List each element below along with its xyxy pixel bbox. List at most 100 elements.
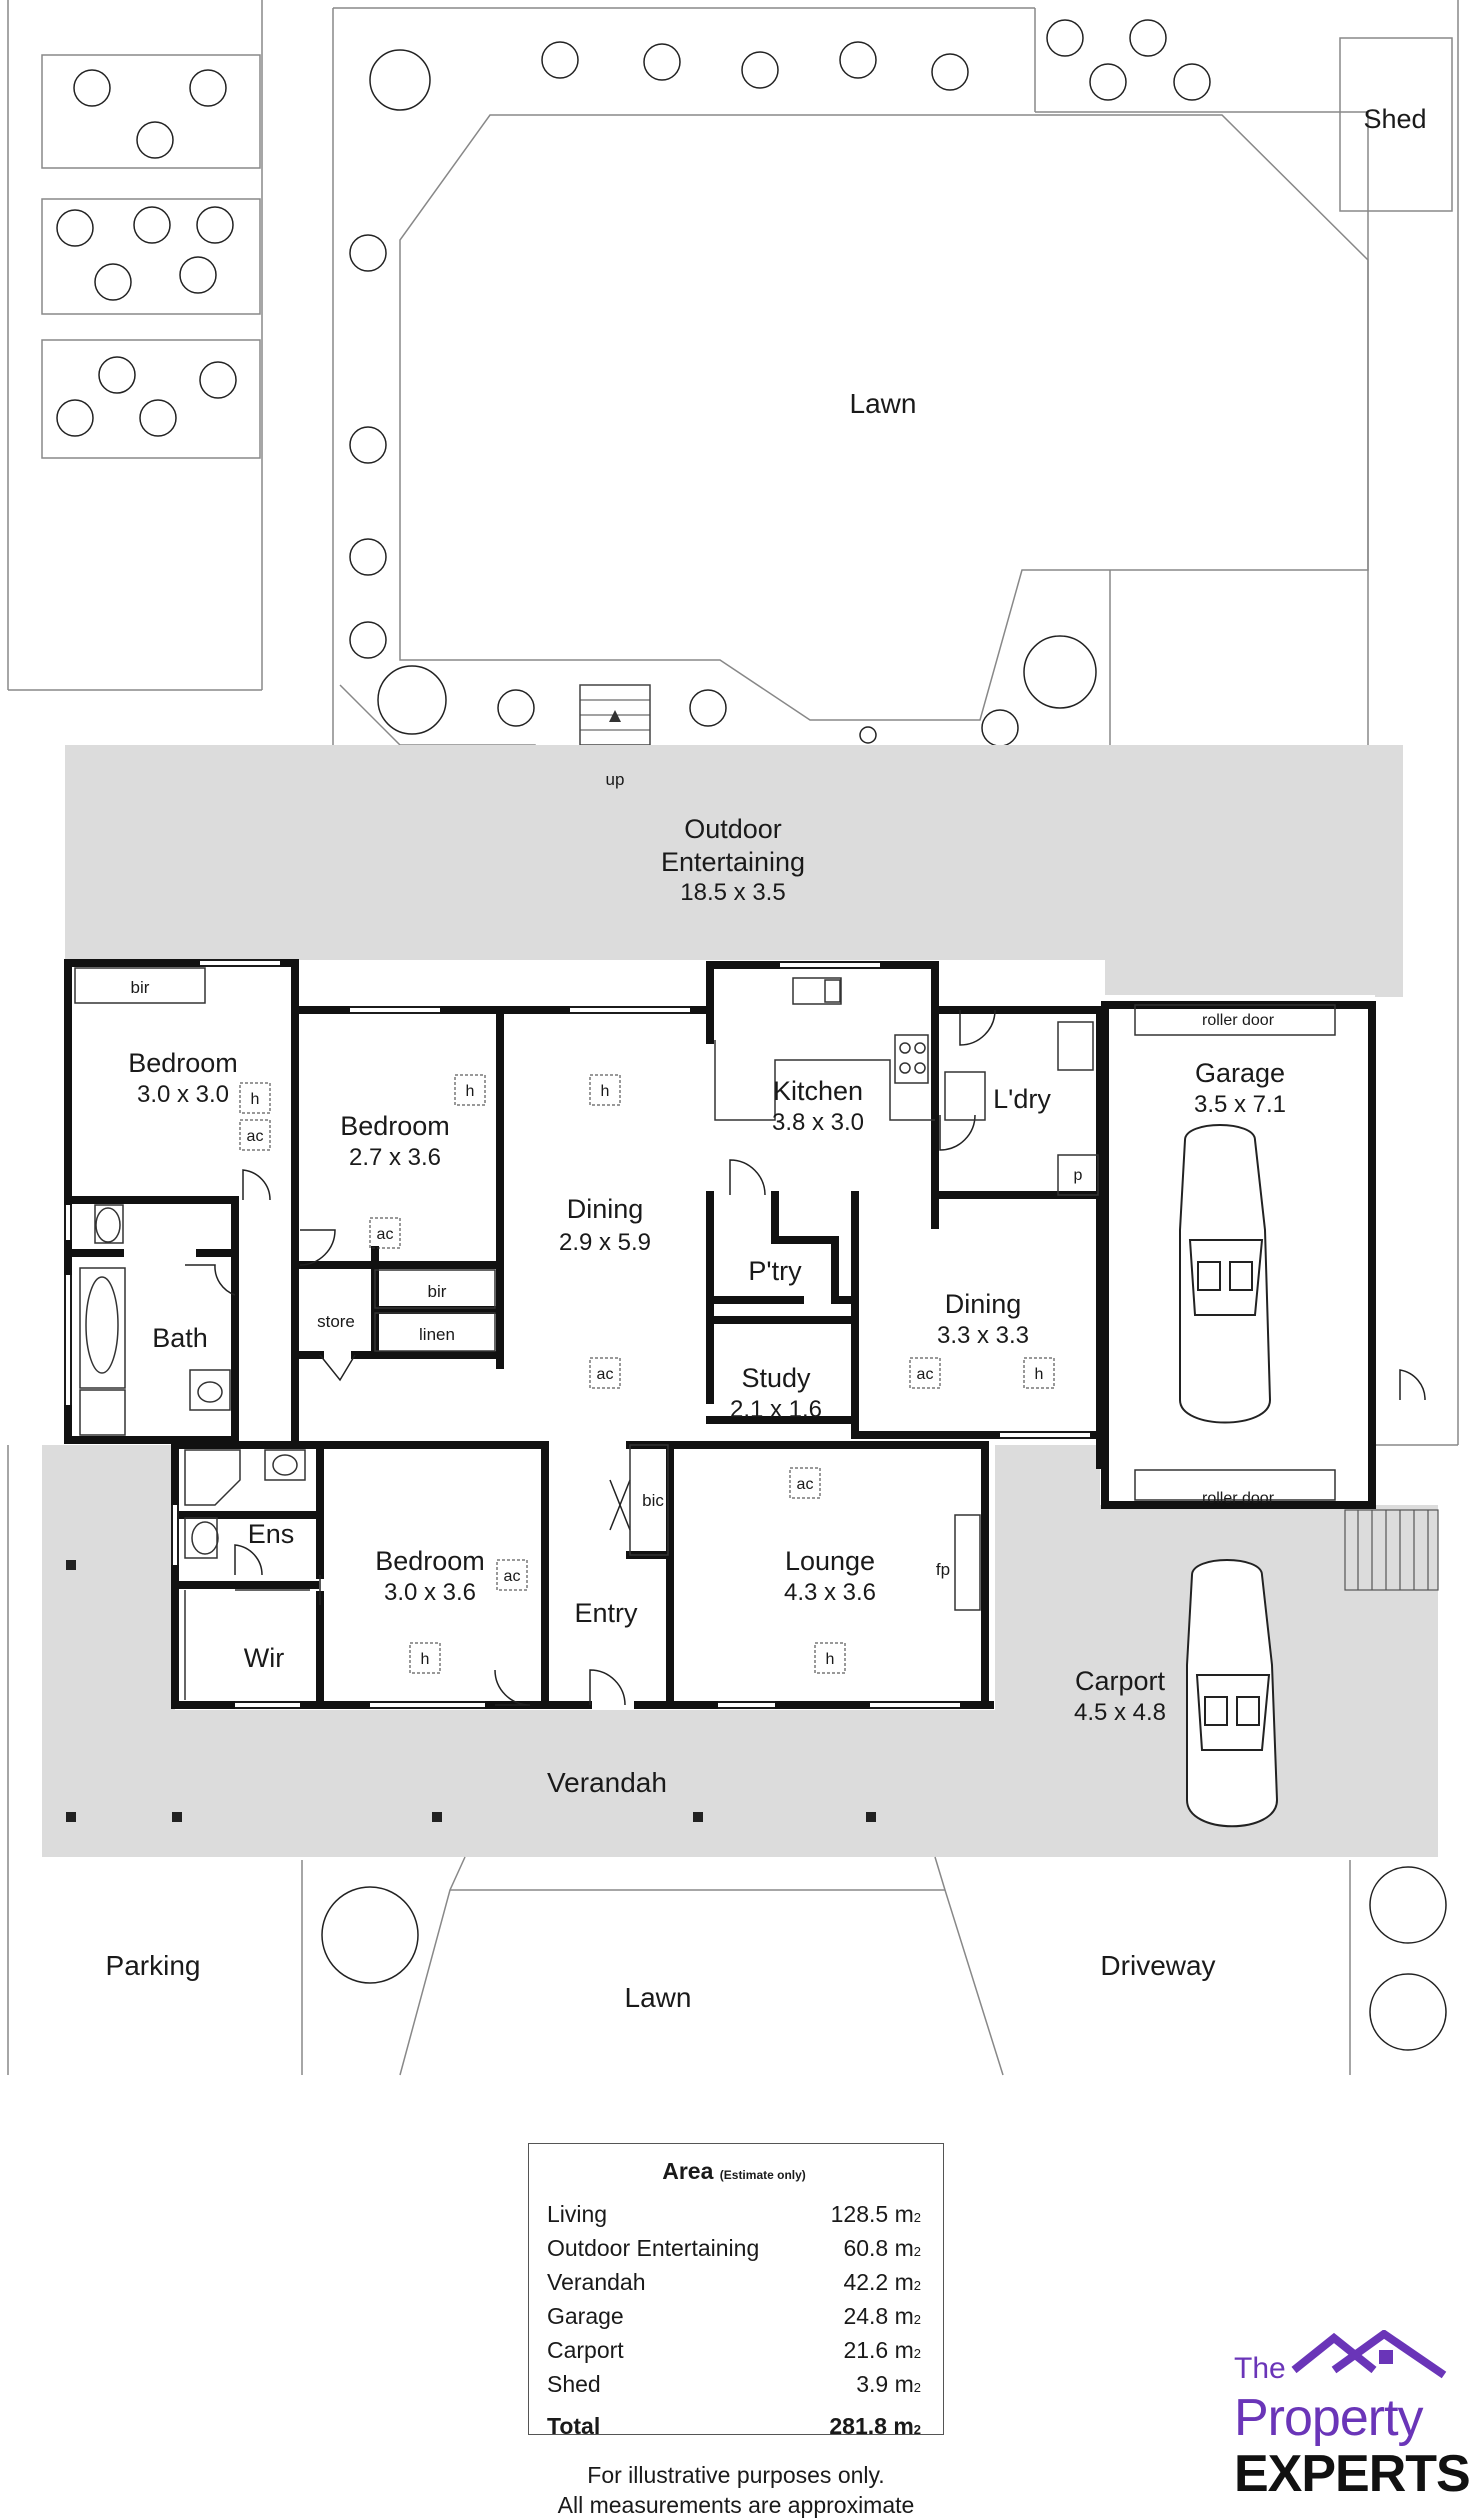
label-bic: bic (642, 1491, 664, 1510)
label-laundry: L'dry (993, 1084, 1051, 1114)
marker-p-laundry: p (1074, 1167, 1083, 1184)
floor-plan: Lawn Shed up Outdoor Entertaining 18.5 x… (7, 0, 1459, 2076)
marker-ac-bed3: ac (504, 1568, 521, 1585)
logo-property: Property (1234, 2389, 1424, 2447)
area-row-name: Outdoor Entertaining (547, 2235, 760, 2261)
trees (56, 19, 1447, 2051)
area-total-row: Total 281.8 m2 (547, 2411, 921, 2445)
fixture-markers (239, 1074, 1055, 1674)
site-boundaries (7, 0, 1459, 2075)
label-parking: Parking (106, 1950, 201, 1981)
area-table: Area (Estimate only) Living 128.5 m2 Outdo… (528, 2143, 944, 2439)
label-carport-dim: 4.5 x 4.8 (1074, 1699, 1166, 1726)
car-garage (1179, 1124, 1272, 1424)
label-bath: Bath (152, 1323, 208, 1353)
label-study: Study (741, 1363, 811, 1393)
walls (64, 959, 1376, 1709)
label-ens: Ens (248, 1519, 295, 1549)
marker-h-bed1: h (251, 1091, 260, 1108)
label-bedroom-1-dim: 3.0 x 3.0 (137, 1081, 229, 1108)
label-store: store (317, 1312, 355, 1331)
label-dining-1-dim: 2.9 x 5.9 (559, 1229, 651, 1256)
disclaimer-line-2: All measurements are approximate (557, 2492, 915, 2518)
marker-ac-dining1: ac (597, 1366, 614, 1383)
area-row-name: Living (547, 2201, 608, 2227)
label-linen: linen (419, 1325, 455, 1344)
area-row: Verandah 42.2 m2 (547, 2267, 921, 2301)
marker-ac-lounge: ac (797, 1476, 814, 1493)
label-garage: Garage (1195, 1058, 1285, 1088)
label-bedroom-3-dim: 3.0 x 3.6 (384, 1579, 476, 1606)
kitchen-fixtures (714, 977, 1099, 1196)
marker-ac-bed2: ac (377, 1226, 394, 1243)
side-steps (1344, 1509, 1439, 1591)
area-total-label: Total (547, 2413, 601, 2439)
label-lounge: Lounge (785, 1546, 875, 1576)
logo-experts: EXPERTS (1234, 2445, 1471, 2503)
label-outdoor-1: Outdoor (684, 814, 782, 844)
area-row: Carport 21.6 m2 (547, 2335, 921, 2369)
label-bedroom-2: Bedroom (340, 1111, 450, 1141)
area-row-value: 42.2 m2 (843, 2269, 921, 2295)
robe-outlines (74, 967, 1336, 1700)
window-lines (64, 959, 1090, 1709)
area-row: Living 128.5 m2 (547, 2199, 921, 2233)
area-row-value: 60.8 m2 (843, 2235, 921, 2261)
marker-h-bed3: h (421, 1651, 430, 1668)
area-title: Area (Estimate only) (547, 2158, 921, 2185)
label-outdoor-dim: 18.5 x 3.5 (680, 879, 785, 906)
marker-h-dining2: h (1035, 1366, 1044, 1383)
verandah-posts (66, 1560, 876, 1822)
disclaimer-line-1: For illustrative purposes only. (587, 2462, 885, 2488)
back-lawn (339, 114, 1369, 776)
area-row-name: Garage (547, 2303, 624, 2329)
area-rows: Living 128.5 m2 Outdoor Entertaining 60.8 m… (547, 2199, 921, 2403)
label-bedroom-1: Bedroom (128, 1048, 238, 1078)
logo-roof-icon (1291, 2330, 1447, 2379)
label-roller-door-bottom: roller door (1202, 1490, 1275, 1507)
label-verandah: Verandah (547, 1767, 667, 1798)
doors (185, 1009, 1426, 1706)
label-bir-bed2: bir (428, 1282, 447, 1301)
area-note: (Estimate only) (719, 2168, 806, 2182)
bathroom-fixtures (79, 1204, 306, 1559)
area-row: Outdoor Entertaining 60.8 m2 (547, 2233, 921, 2267)
label-up: up (606, 770, 625, 789)
label-entry: Entry (574, 1598, 638, 1628)
label-bedroom-3: Bedroom (375, 1546, 485, 1576)
label-kitchen: Kitchen (773, 1076, 863, 1106)
label-kitchen-dim: 3.8 x 3.0 (772, 1109, 864, 1136)
label-fireplace: fp (936, 1560, 950, 1579)
label-bir-bed1: bir (131, 978, 150, 997)
logo-the: The (1234, 2352, 1286, 2385)
label-dining-2-dim: 3.3 x 3.3 (937, 1322, 1029, 1349)
outdoor-entertaining-area (65, 745, 1403, 997)
label-lawn-front: Lawn (625, 1982, 692, 2013)
area-row-name: Verandah (547, 2269, 646, 2295)
marker-h-dining1: h (601, 1083, 610, 1100)
area-row-value: 128.5 m2 (830, 2201, 921, 2227)
label-bedroom-2-dim: 2.7 x 3.6 (349, 1144, 441, 1171)
label-dining-2: Dining (945, 1289, 1022, 1319)
label-pantry: P'try (748, 1256, 802, 1286)
label-roller-door-top: roller door (1202, 1012, 1275, 1029)
property-experts-logo: The Property EXPERTS (1234, 2330, 1471, 2503)
label-dining-1: Dining (567, 1194, 644, 1224)
area-row-value: 3.9 m2 (856, 2371, 921, 2397)
area-total-value: 281.8 m2 (829, 2413, 921, 2439)
front-lawn-right (934, 1856, 1004, 2076)
label-study-dim: 2.1 x 1.6 (730, 1396, 822, 1423)
area-row-value: 21.6 m2 (843, 2337, 921, 2363)
area-row: Shed 3.9 m2 (547, 2369, 921, 2403)
label-carport: Carport (1075, 1666, 1166, 1696)
windows (66, 961, 1090, 1707)
label-driveway: Driveway (1100, 1950, 1215, 1981)
marker-ac-dining2: ac (917, 1366, 934, 1383)
label-wir: Wir (244, 1643, 284, 1673)
marker-h-lounge: h (826, 1651, 835, 1668)
area-row-name: Shed (547, 2371, 601, 2397)
label-lawn-back: Lawn (850, 388, 917, 419)
area-row-name: Carport (547, 2337, 624, 2363)
label-outdoor-2: Entertaining (661, 847, 805, 877)
